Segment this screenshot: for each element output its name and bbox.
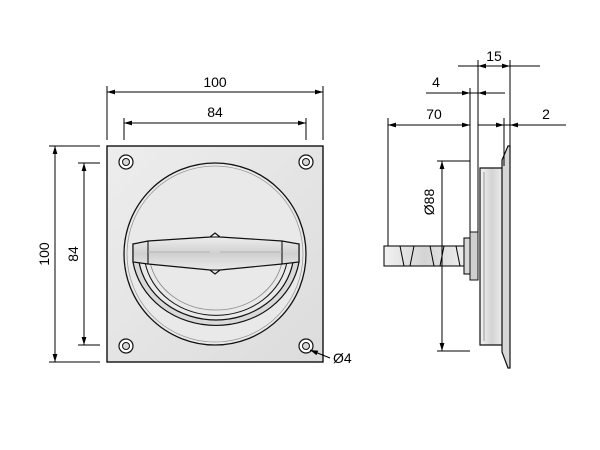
dim-side-shaft: 70 <box>426 106 442 122</box>
dim-cutout-diameter: Ø88 <box>421 189 437 216</box>
front-view: 100 84 100 84 Ø4 <box>36 74 352 366</box>
dim-hole-diameter: Ø4 <box>333 350 352 366</box>
screw-hole-bottom-left <box>118 338 134 354</box>
dim-front-width-outer: 100 <box>203 74 227 90</box>
spindle <box>383 231 479 281</box>
dim-front-height-outer: 100 <box>36 242 52 266</box>
hinge-bar <box>132 232 300 275</box>
dim-side-plate: 2 <box>542 106 550 122</box>
screw-hole-top-left <box>118 154 134 170</box>
side-view: Ø88 15 4 70 2 <box>383 48 566 369</box>
dim-front-height-inner: 84 <box>65 246 81 262</box>
dim-side-offset: 4 <box>432 74 440 90</box>
dim-front-width-inner: 84 <box>207 104 223 120</box>
screw-hole-bottom-right <box>298 338 314 354</box>
screw-hole-top-right <box>298 154 314 170</box>
dim-side-total: 15 <box>486 48 502 64</box>
side-housing <box>479 145 511 369</box>
